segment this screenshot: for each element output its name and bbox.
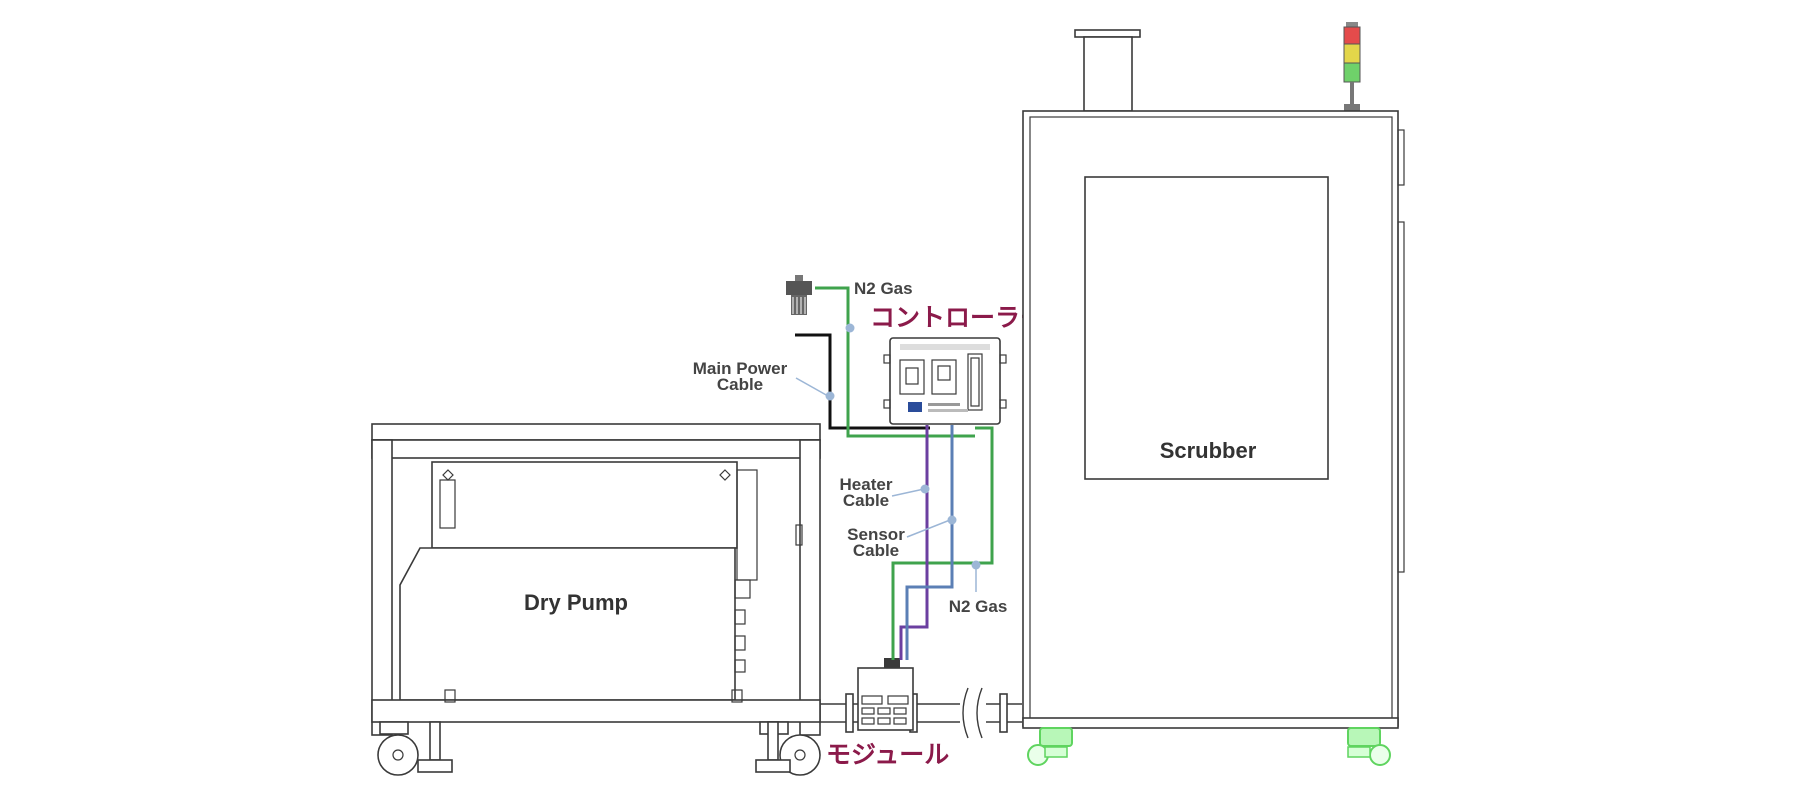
sensor-label-2: Cable	[853, 541, 899, 560]
n2-gas-top-label: N2 Gas	[854, 279, 913, 298]
dry-pump: Dry Pump	[371, 423, 821, 776]
controller-label: コントローラー	[870, 304, 1045, 332]
heater-label-2: Cable	[843, 491, 889, 510]
signal-tower-icon	[1343, 22, 1361, 111]
callouts: N2 Gas Main Power Cable Heater Cable Sen…	[693, 279, 1008, 616]
heater-label-1: Heater	[840, 475, 893, 494]
dry-pump-caster-right	[755, 721, 821, 776]
sensor-label-1: Sensor	[847, 525, 905, 544]
n2-gas-bottom-label: N2 Gas	[949, 597, 1008, 616]
dry-pump-label: Dry Pump	[524, 590, 628, 615]
caster-wheel-icon	[1347, 727, 1391, 766]
exhaust-pipe	[820, 687, 1022, 739]
controller-unit	[883, 337, 1007, 425]
caster-wheel-icon	[1027, 727, 1073, 766]
dry-pump-caster-left	[377, 721, 453, 776]
n2-gas-supply-line	[815, 286, 975, 438]
n2-gas-module-line	[891, 426, 994, 660]
valve-icon	[786, 275, 812, 315]
scrubber: Scrubber	[1022, 22, 1405, 766]
scrubber-label: Scrubber	[1160, 438, 1257, 463]
sensor-cable-line	[905, 425, 954, 660]
main-power-label-2: Cable	[717, 375, 763, 394]
main-power-label-1: Main Power	[693, 359, 788, 378]
main-power-cable	[795, 333, 930, 430]
module-unit	[857, 658, 914, 731]
module-label: モジュール	[826, 741, 949, 769]
heater-cable-line	[899, 425, 929, 660]
cables	[795, 286, 994, 660]
